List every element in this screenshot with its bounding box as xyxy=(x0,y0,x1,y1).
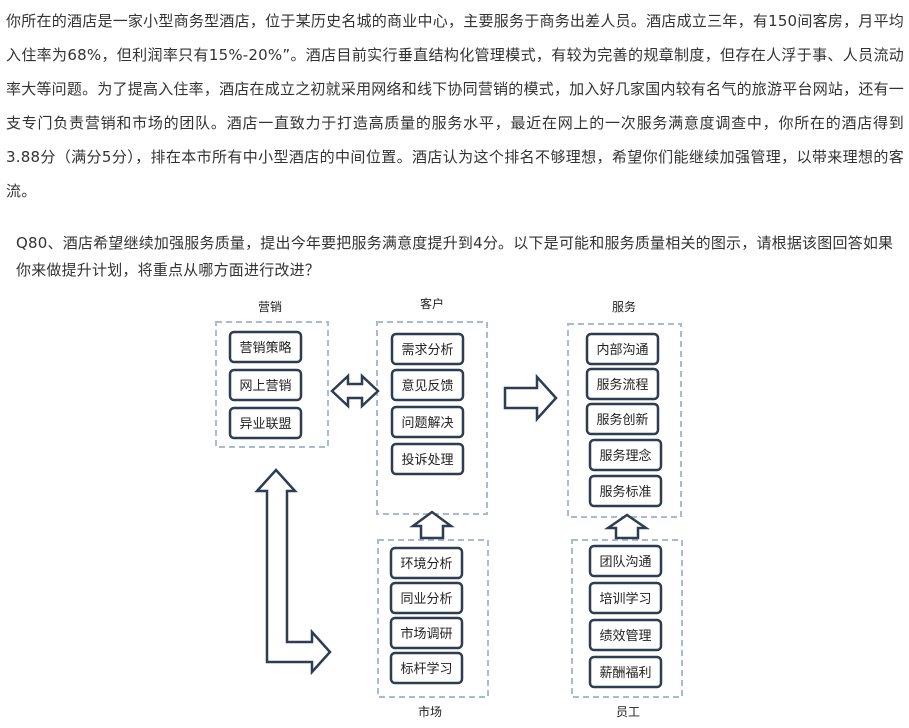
item-marketing-0: 营销策略 xyxy=(228,330,303,364)
item-staff-1: 培训学习 xyxy=(588,581,663,615)
group-customer-frame xyxy=(376,321,488,515)
item-label: 意见反馈 xyxy=(401,378,453,394)
item-label: 同业分析 xyxy=(400,592,452,607)
item-label: 营销策略 xyxy=(239,340,291,356)
item-label: 服务创新 xyxy=(596,412,648,428)
item-service-2: 服务创新 xyxy=(585,402,660,436)
item-staff-0: 团队沟通 xyxy=(588,544,663,578)
item-label: 服务标准 xyxy=(599,484,651,500)
item-market-2: 市场调研 xyxy=(389,616,464,650)
item-service-3: 服务理念 xyxy=(588,438,663,472)
item-label: 问题解决 xyxy=(401,416,453,431)
double-arrow-icon xyxy=(330,373,380,409)
item-label: 团队沟通 xyxy=(599,555,651,570)
item-service-0: 内部沟通 xyxy=(585,332,660,366)
item-label: 标杆学习 xyxy=(400,661,452,677)
item-service-1: 服务流程 xyxy=(585,367,660,401)
item-staff-2: 绩效管理 xyxy=(588,618,663,652)
item-market-1: 同业分析 xyxy=(389,581,464,615)
item-label: 服务流程 xyxy=(596,377,648,393)
group-marketing: 营销 营销策略 网上营销 异业联盟 xyxy=(215,300,329,448)
group-customer-title: 客户 xyxy=(420,296,444,311)
item-customer-0: 需求分析 xyxy=(390,332,465,366)
item-customer-2: 问题解决 xyxy=(390,405,465,439)
item-label: 环境分析 xyxy=(400,557,452,572)
item-label: 需求分析 xyxy=(401,343,453,358)
item-customer-1: 意见反馈 xyxy=(390,368,465,402)
case-passage: 你所在的酒店是一家小型商务型酒店，位于某历史名城的商业中心，主要服务于商务出差人… xyxy=(6,12,904,200)
item-service-4: 服务标准 xyxy=(588,474,663,508)
group-staff-frame xyxy=(571,539,683,698)
group-customer: 客户 需求分析 意见反馈 问题解决 投诉处理 xyxy=(376,296,488,515)
item-label: 异业联盟 xyxy=(239,417,291,432)
elbow-double-arrow-icon xyxy=(254,468,332,676)
up-arrow-icon xyxy=(603,513,651,540)
item-marketing-1: 网上营销 xyxy=(228,368,303,402)
group-marketing-frame xyxy=(215,321,329,448)
group-staff-title: 员工 xyxy=(616,705,640,719)
item-label: 薪酬福利 xyxy=(599,666,651,681)
item-label: 服务理念 xyxy=(599,448,651,464)
item-staff-3: 薪酬福利 xyxy=(588,655,663,689)
up-arrow-icon xyxy=(409,510,455,540)
item-label: 市场调研 xyxy=(400,626,452,642)
group-service: 服务 内部沟通 服务流程 服务创新 服务理念 服务标准 xyxy=(567,299,682,518)
item-label: 网上营销 xyxy=(239,379,291,394)
group-marketing-title: 营销 xyxy=(258,300,282,314)
item-market-3: 标杆学习 xyxy=(389,651,464,685)
item-market-0: 环境分析 xyxy=(389,546,464,580)
item-label: 绩效管理 xyxy=(599,629,651,644)
right-arrow-icon xyxy=(503,373,558,423)
group-market: 市场 环境分析 同业分析 市场调研 标杆学习 xyxy=(377,539,489,719)
item-customer-3: 投诉处理 xyxy=(390,442,465,476)
group-service-title: 服务 xyxy=(612,299,636,314)
item-label: 投诉处理 xyxy=(401,452,453,468)
group-staff: 员工 团队沟通 培训学习 绩效管理 薪酬福利 xyxy=(571,539,683,719)
item-label: 内部沟通 xyxy=(596,342,648,358)
question-text: Q80、酒店希望继续加强服务质量，提出今年要把服务满意度提升到4分。以下是可能和… xyxy=(16,234,894,279)
group-market-title: 市场 xyxy=(418,704,442,719)
item-label: 培训学习 xyxy=(599,591,651,607)
item-marketing-2: 异业联盟 xyxy=(228,406,303,440)
group-market-frame xyxy=(377,539,489,698)
